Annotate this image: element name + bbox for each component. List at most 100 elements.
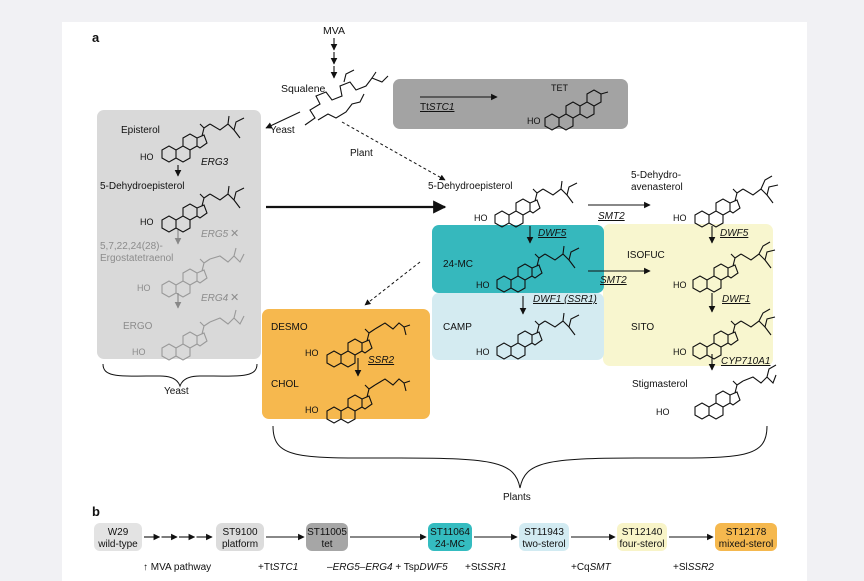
panel-b-label: b [92, 504, 100, 519]
strain-sub: tet [321, 539, 332, 550]
strain-sub: four-sterol [619, 539, 664, 550]
dehydroavenasterol-label-2: avenasterol [631, 182, 683, 193]
erg5-cross-icon: ✕ [230, 228, 239, 240]
ergostatetraenol-structure [161, 247, 245, 298]
tet-box [393, 79, 628, 129]
tet-structure [544, 89, 609, 131]
strain-box-bg [428, 523, 472, 551]
strain-name: ST12178 [726, 527, 767, 538]
isofuc-ho: HO [673, 280, 687, 290]
squalene-structure [304, 69, 389, 126]
yeast-box [97, 110, 261, 359]
strain-sub: mixed-sterol [719, 539, 773, 550]
episterol-label: Episterol [121, 125, 160, 136]
erg3-label: ERG3 [201, 157, 229, 168]
strain-name: ST11943 [524, 527, 564, 538]
episterol-structure [161, 115, 245, 163]
erg5-label: ERG5 [201, 229, 229, 240]
strain-name: W29 [108, 527, 129, 538]
modification-gene: SMT [590, 562, 612, 573]
dwf1-right-label: DWF1 [722, 294, 750, 305]
stigmasterol-structure [694, 364, 777, 420]
squalene-label: Squalene [281, 83, 326, 95]
ergo-ho: HO [132, 347, 146, 357]
modification-gene: SSR2 [688, 562, 715, 573]
modification-row: ↑ MVA pathway+TtSTC1–ERG5–ERG4 + TspDWF5… [143, 562, 714, 573]
ssr2-label: SSR2 [368, 355, 395, 366]
desmo-dashed-arrow [364, 261, 421, 306]
chol-box [262, 309, 430, 419]
erg4-label: ERG4 [201, 293, 229, 304]
camp-box [432, 293, 604, 360]
chol-structure [326, 378, 411, 424]
tet-ho: HO [527, 116, 541, 126]
plants-caption: Plants [503, 492, 531, 503]
strain-box-bg [306, 523, 348, 551]
modification-prefix: – [327, 562, 333, 573]
ergostatetraenol-label-1: 5,7,22,24(28)- [100, 241, 163, 252]
modification-prefix: +Cq [571, 562, 590, 573]
sito-structure [692, 308, 776, 360]
sito-label: SITO [631, 322, 654, 333]
strain-name: ST11005 [307, 527, 347, 538]
desmo-label: DESMO [271, 322, 308, 333]
isofuc-structure [692, 241, 776, 293]
camp-label: CAMP [443, 322, 472, 333]
smt2-top-label: SMT2 [598, 211, 625, 222]
plant-dehydroepisterol-ho: HO [474, 213, 488, 223]
yeast-dehydroepisterol-label: 5-Dehydroepisterol [100, 181, 185, 192]
smt2-mid-label: SMT2 [600, 275, 627, 286]
camp-structure [496, 312, 580, 360]
panel-a-label: a [92, 30, 100, 45]
modification-prefix: +Sl [673, 562, 688, 573]
yeast-arrow-label: Yeast [270, 125, 295, 136]
strain-box-bg [519, 523, 569, 551]
modification-label: –ERG5–ERG4 + TspDWF5 [327, 562, 448, 573]
modification-gene: ERG5–ERG4 [333, 562, 393, 573]
modification-suffix: + Tsp [393, 562, 420, 573]
modification-prefix: +St [465, 562, 481, 573]
modification-gene: STC1 [273, 562, 299, 573]
stigmasterol-label: Stigmasterol [632, 379, 688, 390]
mc24-label: 24-MC [443, 259, 473, 270]
dwf5-left-label: DWF5 [538, 228, 567, 239]
modification-label: +StSSR1 [465, 562, 506, 573]
dwf1-ssr1-label: DWF1 (SSR1) [533, 294, 597, 305]
dehydroavenasterol-structure [694, 175, 779, 228]
ergostatetraenol-label-2: Ergostatetraenol [100, 253, 173, 264]
modification-prefix: +Tt [258, 562, 273, 573]
yeast-caption: Yeast [164, 386, 189, 397]
strain-box-bg [94, 523, 142, 551]
strain-box-bg [617, 523, 667, 551]
dehydroavenasterol-label-1: 5-Dehydro- [631, 170, 681, 181]
episterol-ho: HO [140, 152, 154, 162]
plants-brace [272, 425, 768, 489]
ergostatetraenol-ho: HO [137, 283, 151, 293]
strain-sub: wild-type [97, 539, 138, 550]
modification-label: +CqSMT [571, 562, 612, 573]
plant-dehydroepisterol-structure [494, 180, 578, 228]
ergo-label: ERGO [123, 321, 153, 332]
ergo-structure [161, 309, 245, 361]
strain-name: ST9100 [222, 527, 257, 538]
mva-label: MVA [323, 25, 345, 37]
chol-ho: HO [305, 405, 319, 415]
yeast-dehydroepisterol-structure [161, 185, 245, 233]
cyp-label: CYP710A1 [721, 356, 770, 367]
dehydroavenasterol-ho: HO [673, 213, 687, 223]
strain-box-bg [216, 523, 264, 551]
strain-name: ST12140 [622, 527, 663, 538]
isofuc-label: ISOFUC [627, 250, 665, 261]
strain-sub: platform [222, 539, 258, 550]
mc24-box [432, 225, 604, 293]
plant-arrow-label: Plant [350, 148, 373, 159]
yeast-brace [102, 363, 258, 388]
camp-ho: HO [476, 347, 490, 357]
